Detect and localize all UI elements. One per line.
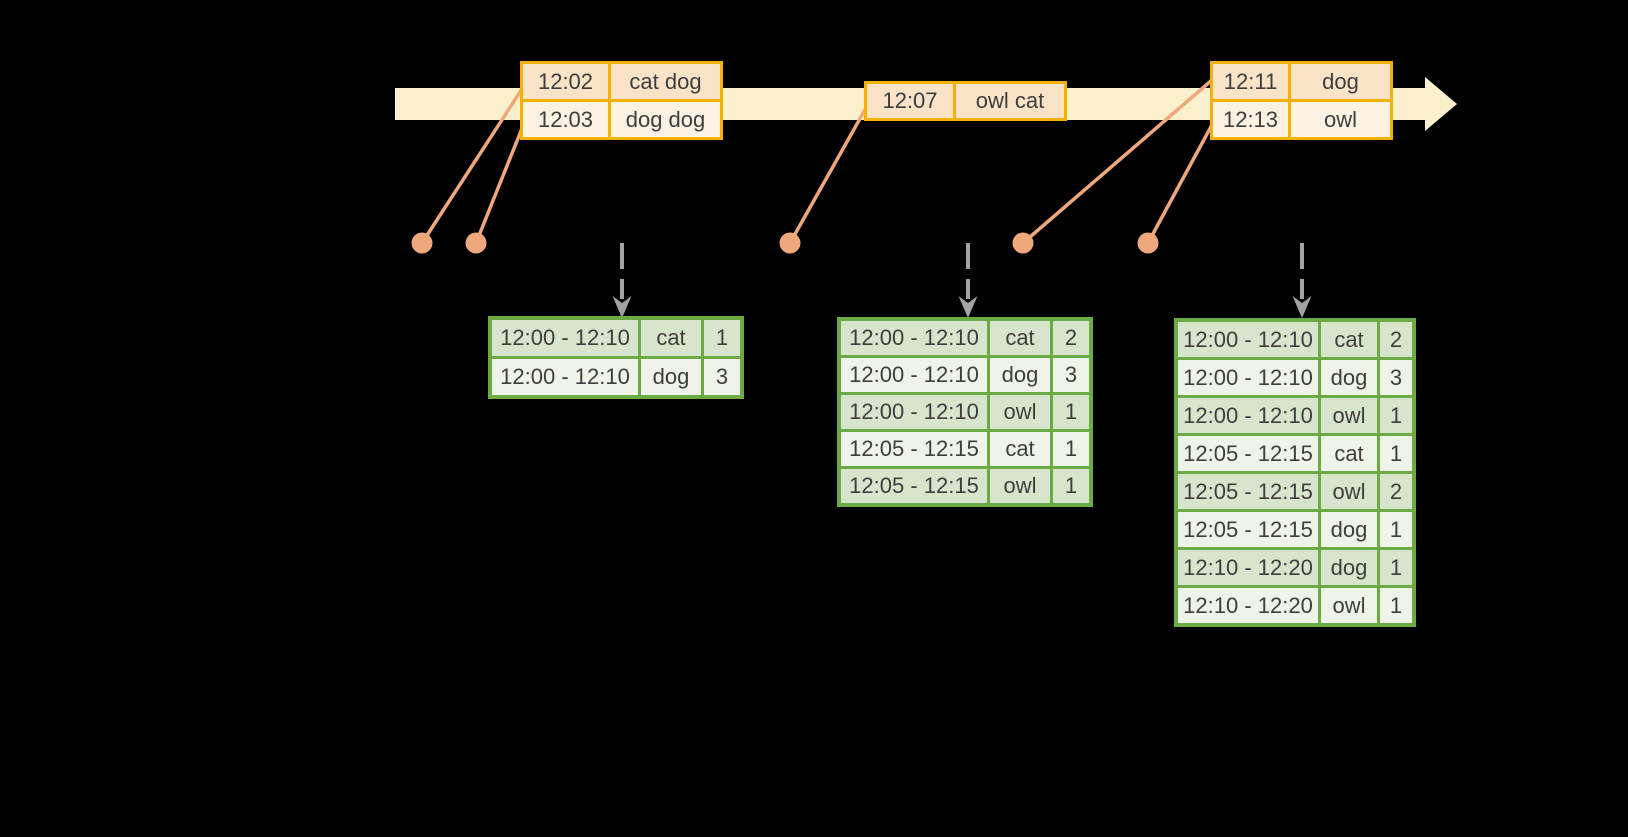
result-window-cell: 12:00 - 12:10	[492, 320, 638, 356]
result-count-cell: 3	[1380, 360, 1412, 395]
event-time-cell: 12:13	[1213, 102, 1288, 137]
event-words-cell: owl cat	[956, 84, 1064, 118]
result-word-cell: cat	[641, 320, 701, 356]
timeline-arrowhead-icon	[1425, 77, 1457, 131]
result-window-cell: 12:05 - 12:15	[841, 432, 987, 466]
result-count-cell: 1	[1380, 588, 1412, 623]
result-word-cell: dog	[1321, 512, 1377, 547]
result-word-cell: cat	[990, 321, 1050, 355]
result-count-cell: 1	[1053, 432, 1089, 466]
result-count-cell: 1	[704, 320, 740, 356]
result-window-cell: 12:10 - 12:20	[1178, 550, 1318, 585]
result-window-cell: 12:00 - 12:10	[492, 359, 638, 395]
result-window-cell: 12:00 - 12:10	[1178, 398, 1318, 433]
result-count-cell: 2	[1053, 321, 1089, 355]
result-word-cell: owl	[990, 395, 1050, 429]
event-dot-2	[465, 232, 487, 254]
result-word-cell: owl	[1321, 474, 1377, 509]
result-count-cell: 2	[1380, 322, 1412, 357]
trigger-arrow-head-icon-2	[958, 296, 978, 318]
result-window-cell: 12:00 - 12:10	[841, 321, 987, 355]
result-window-cell: 12:05 - 12:15	[841, 469, 987, 503]
event-time-cell: 12:03	[523, 102, 608, 137]
event-words-cell: cat dog	[611, 64, 720, 99]
result-word-cell: dog	[990, 358, 1050, 392]
result-word-cell: owl	[1321, 398, 1377, 433]
event-dot-1	[411, 232, 433, 254]
result-count-cell: 1	[1380, 550, 1412, 585]
trigger-arrow-head-icon-3	[1292, 296, 1312, 318]
trigger-arrow-head-icon-1	[612, 296, 632, 318]
result-count-cell: 1	[1053, 469, 1089, 503]
event-words-cell: dog	[1291, 64, 1390, 99]
result-window-cell: 12:00 - 12:10	[1178, 322, 1318, 357]
result-count-cell: 3	[704, 359, 740, 395]
event-line-4	[1021, 78, 1214, 245]
event-dot-5	[1137, 232, 1159, 254]
result-window-cell: 12:05 - 12:15	[1178, 436, 1318, 471]
result-count-cell: 1	[1380, 398, 1412, 433]
event-line-3	[788, 107, 868, 244]
event-line-1	[420, 88, 524, 244]
result-window-cell: 12:00 - 12:10	[841, 358, 987, 392]
result-count-cell: 1	[1380, 436, 1412, 471]
result-window-cell: 12:05 - 12:15	[1178, 474, 1318, 509]
event-dot-4	[1012, 232, 1034, 254]
result-word-cell: owl	[1321, 588, 1377, 623]
result-count-cell: 3	[1053, 358, 1089, 392]
result-word-cell: cat	[1321, 436, 1377, 471]
result-window-cell: 12:00 - 12:10	[1178, 360, 1318, 395]
result-window-cell: 12:00 - 12:10	[841, 395, 987, 429]
event-words-cell: owl	[1291, 102, 1390, 137]
result-word-cell: owl	[990, 469, 1050, 503]
result-window-cell: 12:05 - 12:15	[1178, 512, 1318, 547]
event-line-5	[1146, 122, 1215, 244]
event-time-cell: 12:11	[1213, 64, 1288, 99]
result-count-cell: 1	[1380, 512, 1412, 547]
event-line-2	[474, 125, 525, 244]
event-dot-3	[779, 232, 801, 254]
result-word-cell: dog	[641, 359, 701, 395]
result-count-cell: 2	[1380, 474, 1412, 509]
result-word-cell: cat	[1321, 322, 1377, 357]
event-time-cell: 12:02	[523, 64, 608, 99]
event-time-cell: 12:07	[867, 84, 953, 118]
result-word-cell: dog	[1321, 550, 1377, 585]
result-window-cell: 12:10 - 12:20	[1178, 588, 1318, 623]
result-word-cell: cat	[990, 432, 1050, 466]
result-count-cell: 1	[1053, 395, 1089, 429]
event-words-cell: dog dog	[611, 102, 720, 137]
result-word-cell: dog	[1321, 360, 1377, 395]
